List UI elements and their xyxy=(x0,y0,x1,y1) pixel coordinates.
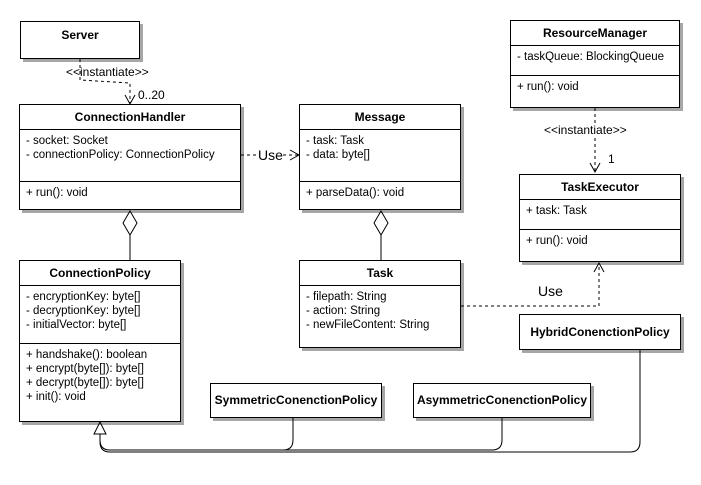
attribute-row: - taskQueue: BlockingQueue xyxy=(517,51,665,63)
attribute-row: - newFileContent: String xyxy=(306,319,430,331)
class-server-name: Server xyxy=(61,28,99,42)
attribute-row: - task: Task xyxy=(306,135,364,147)
hybrid-generalization-line xyxy=(99,350,641,453)
asymmetric-generalization-line xyxy=(110,418,503,451)
class-connection-policy[interactable]: ConnectionPolicy - encryptionKey: byte[]… xyxy=(19,260,181,422)
manager-instantiate-multiplicity: 1 xyxy=(608,152,615,166)
class-task-executor-name: TaskExecutor xyxy=(520,175,680,200)
attribute-row: - data: byte[] xyxy=(306,149,370,161)
class-resource-manager-methods: + run(): void xyxy=(511,76,679,98)
method-row: + run(): void xyxy=(526,235,588,247)
class-connection-handler[interactable]: ConnectionHandler - socket: Socket - con… xyxy=(19,104,241,210)
class-hybrid-policy[interactable]: HybridConenctionPolicy xyxy=(519,314,681,350)
task-executor-use-connector xyxy=(461,261,605,307)
attribute-row: - filepath: String xyxy=(306,291,387,303)
class-connection-handler-methods: + run(): void xyxy=(20,182,240,204)
generalization-triangle xyxy=(93,420,107,435)
class-task-executor[interactable]: TaskExecutor + task: Task + run(): void xyxy=(519,174,681,262)
attribute-row: - encryptionKey: byte[] xyxy=(26,291,141,303)
attribute-row: - initialVector: byte[] xyxy=(26,319,127,331)
manager-instantiate-label: <<instantiate>> xyxy=(544,123,627,137)
attribute-row: - decryptionKey: byte[] xyxy=(26,305,141,317)
class-message-methods: + parseData(): void xyxy=(300,182,460,204)
class-symmetric-policy[interactable]: SymmetricConenctionPolicy xyxy=(210,383,382,418)
class-server[interactable]: Server xyxy=(20,21,140,59)
class-hybrid-policy-name: HybridConenctionPolicy xyxy=(530,325,670,339)
method-row: + decrypt(byte[]): byte[] xyxy=(26,377,144,389)
class-asymmetric-policy[interactable]: AsymmetricConenctionPolicy xyxy=(413,383,591,418)
server-instantiate-label: <<instantiate>> xyxy=(66,65,149,79)
class-message-attributes: - task: Task - data: byte[] xyxy=(300,130,460,182)
attribute-row: + task: Task xyxy=(526,205,587,217)
class-message[interactable]: Message - task: Task - data: byte[] + pa… xyxy=(299,104,461,210)
class-resource-manager-name: ResourceManager xyxy=(511,21,679,46)
task-executor-use-label: Use xyxy=(538,283,563,299)
method-row: + handshake(): boolean xyxy=(26,349,148,361)
class-connection-policy-attributes: - encryptionKey: byte[] - decryptionKey:… xyxy=(20,286,180,344)
class-task-attributes: - filepath: String - action: String - ne… xyxy=(300,286,460,336)
method-row: + encrypt(byte[]): byte[] xyxy=(26,363,144,375)
method-row: + parseData(): void xyxy=(306,187,405,199)
handler-policy-aggregation-diamond xyxy=(122,210,138,236)
class-task[interactable]: Task - filepath: String - action: String… xyxy=(299,260,461,348)
class-connection-handler-name: ConnectionHandler xyxy=(20,105,240,130)
class-connection-handler-attributes: - socket: Socket - connectionPolicy: Con… xyxy=(20,130,240,182)
class-task-executor-methods: + run(): void xyxy=(520,230,680,252)
class-task-executor-attributes: + task: Task xyxy=(520,200,680,230)
class-symmetric-policy-name: SymmetricConenctionPolicy xyxy=(214,393,378,407)
class-asymmetric-policy-name: AsymmetricConenctionPolicy xyxy=(416,393,588,407)
attribute-row: - action: String xyxy=(306,305,381,317)
class-connection-policy-name: ConnectionPolicy xyxy=(20,261,180,286)
method-row: + run(): void xyxy=(26,187,88,199)
class-resource-manager-attributes: - taskQueue: BlockingQueue xyxy=(511,46,679,76)
symmetric-generalization-line xyxy=(99,418,294,451)
method-row: + init(): void xyxy=(26,391,86,403)
message-task-aggregation-diamond xyxy=(373,210,389,236)
class-connection-policy-methods: + handshake(): boolean + encrypt(byte[])… xyxy=(20,344,180,408)
class-resource-manager[interactable]: ResourceManager - taskQueue: BlockingQue… xyxy=(510,20,680,108)
server-instantiate-multiplicity: 0..20 xyxy=(138,88,165,102)
handler-message-use-label: Use xyxy=(258,147,283,163)
method-row: + run(): void xyxy=(517,81,579,93)
class-task-name: Task xyxy=(300,261,460,286)
attribute-row: - socket: Socket xyxy=(26,135,108,147)
attribute-row: - connectionPolicy: ConnectionPolicy xyxy=(26,149,215,161)
class-message-name: Message xyxy=(300,105,460,130)
